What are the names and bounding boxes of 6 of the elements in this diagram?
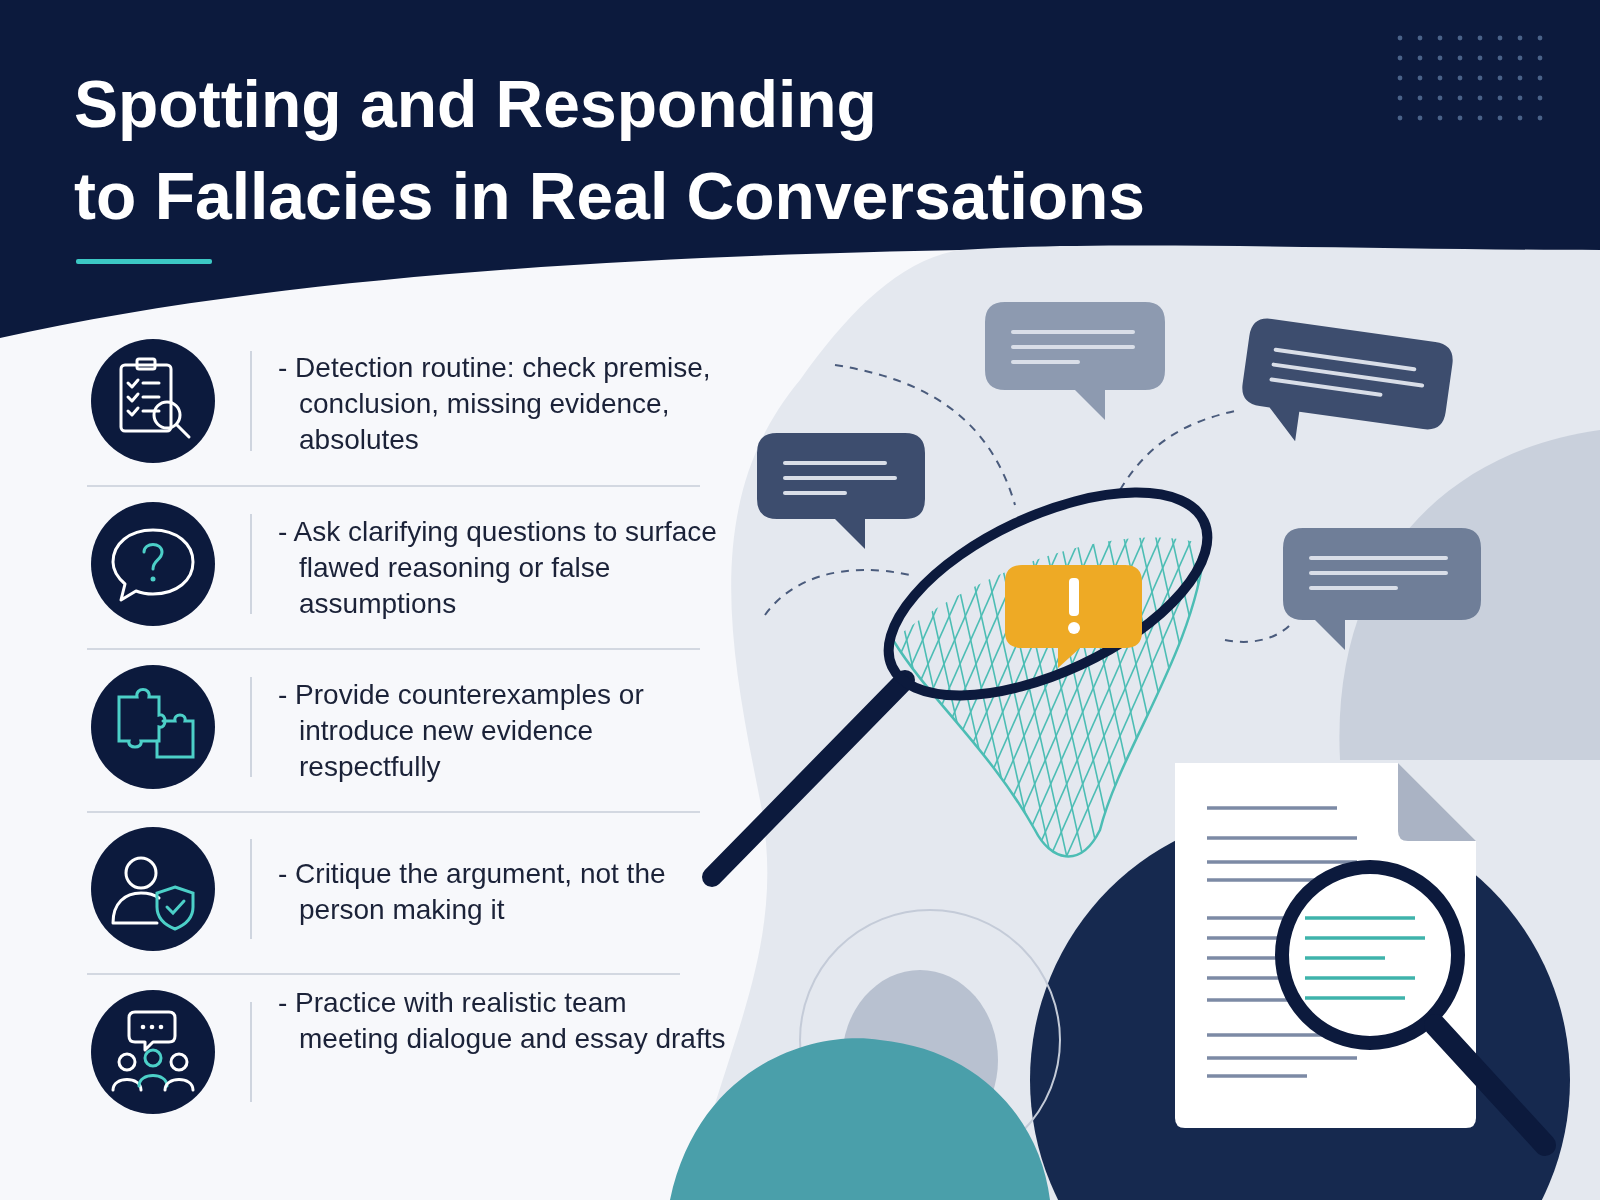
bullet-text: - Provide counterexamples or introduce new evidence respectfully bbox=[278, 678, 645, 784]
bullet-text: - Critique the argument, not the person making it bbox=[278, 857, 667, 927]
bullet-text: - Ask clarifying questions to surface flawed reasoning or false assumptions bbox=[278, 515, 718, 621]
title: Spotting and Responding to Fallacies in Real Conversations bbox=[74, 66, 1146, 235]
bullet-text: - Practice with realistic team meeting dialogue and essay drafts bbox=[278, 986, 727, 1056]
bullet-text: - Detection routine: check premise, conclusion, missing evidence, absolutes bbox=[278, 351, 712, 457]
